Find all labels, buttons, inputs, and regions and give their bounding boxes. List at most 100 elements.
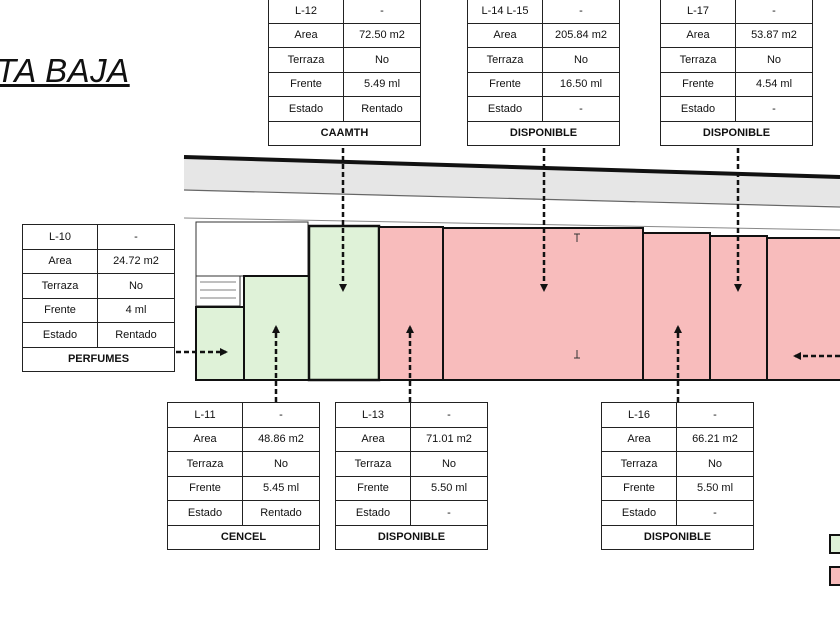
table-cell: Area <box>601 426 677 452</box>
table-cell: - <box>343 0 421 24</box>
table-cell: L-13 <box>335 402 411 428</box>
table-cell: Estado <box>660 96 736 122</box>
table-cell: - <box>97 224 175 250</box>
table-cell: Estado <box>22 322 98 348</box>
road-edge-bottom <box>183 189 840 208</box>
table-cell: Frente <box>660 71 736 97</box>
table-cell: No <box>343 47 421 73</box>
legend-occupied-swatch <box>829 534 840 554</box>
table-cell: - <box>676 500 754 526</box>
table-cell: Terraza <box>167 451 243 477</box>
table-cell: 24.72 m2 <box>97 248 175 274</box>
table-cell: Terraza <box>22 273 98 299</box>
table-cell: Area <box>268 22 344 48</box>
table-cell: - <box>542 96 620 122</box>
road-edge-top <box>183 155 840 179</box>
table-cell: L-16 <box>601 402 677 428</box>
table-cell: - <box>410 402 488 428</box>
table-cell: Frente <box>22 297 98 323</box>
table-cell: Estado <box>335 500 411 526</box>
status-badge: PERFUMES <box>22 346 175 372</box>
table-cell: Terraza <box>467 47 543 73</box>
table-cell: 16.50 ml <box>542 71 620 97</box>
table-cell: Frente <box>167 475 243 501</box>
table-cell: Frente <box>467 71 543 97</box>
table-cell: 71.01 m2 <box>410 426 488 452</box>
table-cell: L-17 <box>660 0 736 24</box>
table-cell: 5.50 ml <box>410 475 488 501</box>
table-cell: Area <box>335 426 411 452</box>
table-cell: Rentado <box>343 96 421 122</box>
table-cell: Estado <box>268 96 344 122</box>
table-cell: No <box>735 47 813 73</box>
table-cell: No <box>410 451 488 477</box>
plan-title: TA BAJA <box>0 52 130 89</box>
table-cell: Terraza <box>335 451 411 477</box>
table-cell: 205.84 m2 <box>542 22 620 48</box>
table-cell: No <box>242 451 320 477</box>
table-cell: No <box>676 451 754 477</box>
table-cell: Frente <box>601 475 677 501</box>
unit-l14-l15 <box>442 227 644 381</box>
unit-l16 <box>642 232 711 381</box>
legend-available-swatch <box>829 566 840 586</box>
table-cell: 5.50 ml <box>676 475 754 501</box>
table-cell: 4 ml <box>97 297 175 323</box>
table-cell: Area <box>467 22 543 48</box>
table-cell: L-14 L-15 <box>467 0 543 24</box>
building-edge <box>183 217 840 231</box>
status-badge: DISPONIBLE <box>660 120 813 146</box>
status-badge: DISPONIBLE <box>467 120 620 146</box>
stair-block <box>195 275 241 307</box>
table-cell: Terraza <box>268 47 344 73</box>
status-badge: CAAMTH <box>268 120 421 146</box>
status-badge: CENCEL <box>167 524 320 550</box>
table-cell: Estado <box>467 96 543 122</box>
table-cell: - <box>676 402 754 428</box>
table-cell: No <box>97 273 175 299</box>
table-cell: - <box>242 402 320 428</box>
status-badge: DISPONIBLE <box>335 524 488 550</box>
table-cell: - <box>735 0 813 24</box>
table-cell: Area <box>167 426 243 452</box>
table-cell: Estado <box>601 500 677 526</box>
unit-l17 <box>709 235 768 381</box>
unit-l10 <box>195 306 245 381</box>
table-cell: 5.49 ml <box>343 71 421 97</box>
table-cell: 4.54 ml <box>735 71 813 97</box>
table-cell: L-11 <box>167 402 243 428</box>
table-cell: 72.50 m2 <box>343 22 421 48</box>
table-cell: - <box>542 0 620 24</box>
status-badge: DISPONIBLE <box>601 524 754 550</box>
unit-next <box>766 237 840 381</box>
table-cell: No <box>542 47 620 73</box>
table-cell: Terraza <box>660 47 736 73</box>
table-cell: Terraza <box>601 451 677 477</box>
table-cell: L-10 <box>22 224 98 250</box>
table-cell: Estado <box>167 500 243 526</box>
table-cell: Frente <box>268 71 344 97</box>
table-cell: - <box>410 500 488 526</box>
table-cell: 48.86 m2 <box>242 426 320 452</box>
table-cell: 53.87 m2 <box>735 22 813 48</box>
table-cell: L-12 <box>268 0 344 24</box>
table-cell: - <box>735 96 813 122</box>
table-cell: Area <box>22 248 98 274</box>
table-cell: Rentado <box>97 322 175 348</box>
unit-l13 <box>378 226 444 381</box>
table-cell: 5.45 ml <box>242 475 320 501</box>
table-cell: Area <box>660 22 736 48</box>
table-cell: 66.21 m2 <box>676 426 754 452</box>
table-cell: Rentado <box>242 500 320 526</box>
back-area <box>195 221 309 277</box>
table-cell: Frente <box>335 475 411 501</box>
unit-l12 <box>307 224 381 382</box>
